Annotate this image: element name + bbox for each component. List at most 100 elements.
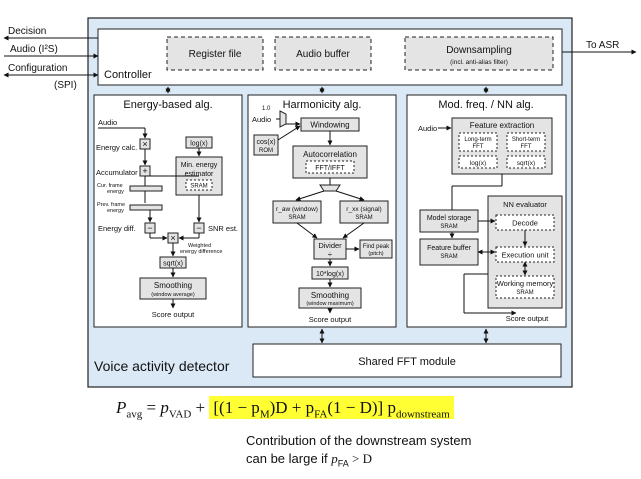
power-formula: Pavg = pVAD + [(1 − pM)D + pFA(1 − D)] p… [116, 396, 454, 421]
nn-evaluator-label: NN evaluator [503, 200, 547, 209]
svg-text:−: − [196, 223, 201, 233]
energy-title: Energy-based alg. [123, 99, 212, 111]
svg-text:×: × [142, 139, 147, 149]
fft-links [319, 328, 489, 344]
nn-score-label: Score output [506, 314, 549, 323]
formula-p-vad: p [160, 398, 169, 417]
note-line-2: can be large if pFA > D [246, 451, 373, 469]
windowing-label: Windowing [310, 121, 349, 130]
energy-calc-label: Energy calc. [96, 143, 137, 152]
r-xx-sram: SRAM [355, 215, 372, 221]
rom-label: ROM [259, 148, 273, 154]
controller-label: Controller [104, 69, 152, 81]
min-energy-label-2: estimator [185, 171, 214, 178]
register-file-box [166, 36, 264, 71]
to-asr-label: To ASR [586, 40, 619, 51]
weighted-label-1: Weighted [188, 243, 211, 249]
energy-sqrt-label: sqrt(x) [163, 261, 183, 268]
cur-frame-label-2: energy [107, 189, 124, 195]
downsampling-label: Downsampling [446, 45, 512, 56]
audio-buffer-box [274, 36, 372, 71]
energy-diff-label: Energy diff. [98, 224, 136, 233]
divider-symbol: ÷ [328, 250, 333, 259]
cos-label: cos(x) [256, 139, 275, 146]
energy-score-label: Score output [152, 310, 195, 319]
feature-buffer-label: Feature buffer [427, 245, 472, 252]
prev-frame-label-2: energy [107, 208, 124, 214]
shared-fft-box [252, 343, 562, 378]
snr-est-label: SNR est. [208, 224, 238, 233]
spi-label: (SPI) [54, 80, 77, 91]
working-memory-sram: SRAM [516, 290, 533, 296]
harm-one-label: 1.0 [262, 106, 271, 112]
harm-smoothing-note: (window maximum) [306, 301, 354, 307]
tenlog-label: 10*log(x) [316, 271, 344, 278]
accumulator-label: Accumulator [96, 168, 138, 177]
model-storage-sram: SRAM [440, 224, 457, 230]
formula-highlight: [(1 − pM)D + pFA(1 − D)] pdownstream [209, 396, 454, 420]
min-energy-label-1: Min. energy [181, 162, 218, 169]
harmonicity-title: Harmonicity alg. [283, 99, 362, 111]
find-peak-pitch: (pitch) [368, 251, 383, 257]
r-xx-label: r_xx (signal) [346, 206, 381, 213]
weighted-label-2: energy difference [180, 249, 222, 255]
note-line-1: Contribution of the downstream system [246, 433, 472, 448]
find-peak-label: Find peak [363, 244, 390, 250]
formula-lhs: P [116, 398, 127, 417]
divider-label: Divider [318, 241, 342, 250]
io-signals [3, 35, 637, 78]
decision-label: Decision [8, 26, 46, 37]
fft-ifft-label: FFT/IFFT [315, 165, 345, 172]
shared-fft-label: Shared FFT module [358, 356, 456, 368]
r-aw-label: r_aw (window) [276, 206, 318, 213]
long-term-fft: FFT [473, 144, 484, 150]
formula-eq: = [142, 398, 161, 417]
short-term-label: Short-term [512, 137, 540, 143]
nn-audio-label: Audio [418, 124, 437, 133]
short-term-fft: FFT [521, 144, 532, 150]
formula-lhs-sub: avg [126, 408, 143, 421]
audio-buffer-label: Audio buffer [296, 49, 350, 60]
feature-buffer-box [419, 238, 479, 266]
register-file-label: Register file [189, 49, 242, 60]
find-peak-box [359, 239, 393, 259]
energy-log-label: log(x) [190, 141, 208, 148]
min-energy-sram: SRAM [190, 184, 207, 190]
r-aw-sram: SRAM [288, 215, 305, 221]
downsampling-note: (incl. anti-alias filter) [450, 59, 508, 66]
vad-diagram: Decision Audio (I²S) Configuration (SPI)… [3, 17, 637, 388]
prev-frame-label-1: Prev. frame [97, 202, 125, 208]
feature-extraction-label: Feature extraction [470, 121, 534, 130]
configuration-label: Configuration [8, 63, 67, 74]
energy-audio-label: Audio [98, 118, 117, 127]
harm-smoothing-label: Smoothing [311, 291, 349, 300]
vad-label: Voice activity detector [94, 358, 230, 374]
downstream-note: Contribution of the downstream system ca… [246, 432, 471, 473]
decode-label: Decode [512, 219, 538, 228]
model-storage-label: Model storage [427, 215, 471, 222]
cos-rom-box [253, 134, 279, 156]
harm-audio-label: Audio [252, 115, 271, 124]
formula-plus: + [191, 398, 210, 417]
cur-frame-label-1: Cur. frame [97, 183, 123, 189]
svg-text:+: + [142, 166, 147, 176]
autocorr-label: Autocorrelation [303, 150, 357, 159]
energy-smoothing-note: (window average) [151, 292, 195, 298]
harm-demux [319, 184, 341, 192]
execution-unit-label: Execution unit [501, 251, 549, 260]
energy-smoothing-label: Smoothing [154, 281, 192, 290]
nn-sqrt-label: sqrt(x) [517, 160, 535, 167]
svg-text:×: × [170, 233, 175, 243]
audio-i2s-label: Audio (I²S) [10, 44, 58, 55]
formula-vad-sub: VAD [168, 408, 192, 421]
nn-log-label: log(x) [470, 160, 486, 167]
feature-buffer-sram: SRAM [440, 254, 457, 260]
working-memory-label: Working memory [497, 279, 554, 288]
downsampling-box [404, 36, 554, 71]
harm-score-label: Score output [309, 315, 352, 324]
harm-mux [279, 110, 287, 128]
long-term-label: Long-term [464, 137, 491, 143]
svg-text:−: − [147, 223, 152, 233]
controller-links [165, 86, 489, 94]
nn-title: Mod. freq. / NN alg. [438, 99, 533, 111]
